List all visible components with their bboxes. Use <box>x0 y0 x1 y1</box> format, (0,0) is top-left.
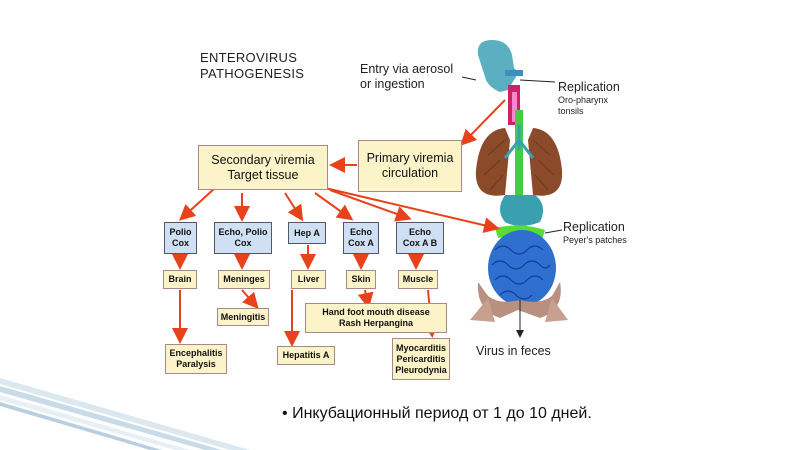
virus-1-line-2: Cox <box>234 238 252 248</box>
organ-box-skin: Skin <box>346 270 376 289</box>
secondary-line-2: Target tissue <box>227 167 299 182</box>
replication-1-sub-1: Oro-pharynx <box>558 95 609 105</box>
virus-1-line-1: Echo, Polio <box>218 227 268 237</box>
virus-3-line-1: Echo <box>349 227 372 237</box>
secondary-line-1: Secondary viremia <box>211 152 315 167</box>
virus-box-hep-a: Hep A <box>288 222 326 244</box>
secondary-viremia-box: Secondary viremia Target tissue <box>198 145 328 190</box>
primary-viremia-box: Primary viremia circulation <box>358 140 462 192</box>
virus-0-line-1: Polio <box>169 227 192 237</box>
organ-box-liver: Liver <box>291 270 326 289</box>
virus-2-line-1: Hep A <box>294 227 320 238</box>
virus-4-line-2: Cox A B <box>402 238 438 248</box>
incubation-text: Инкубационный период от 1 до 10 дней. <box>292 405 592 422</box>
replication-peyers-label: Replication Peyer's patches <box>563 220 627 246</box>
encephalitis-line-1: Encephalitis <box>169 348 223 358</box>
encephalitis-line-2: Paralysis <box>176 359 216 369</box>
replication-1-title: Replication <box>558 80 620 94</box>
myo-line-3: Pleurodynia <box>395 364 447 375</box>
organ-box-muscle: Muscle <box>398 270 438 289</box>
virus-in-feces-label: Virus in feces <box>476 344 551 358</box>
replication-1-sub-2: tonsils <box>558 106 584 116</box>
hfmd-line-2: Rash Herpangina <box>338 318 413 328</box>
arrow-to-primary <box>460 99 506 146</box>
disease-box-meningitis: Meningitis <box>217 308 269 326</box>
title-line-2: PATHOGENESIS <box>200 66 305 81</box>
disease-box-hepatitis-a: Hepatitis A <box>277 346 335 365</box>
organ-box-brain: Brain <box>163 270 197 289</box>
organ-box-meninges: Meninges <box>218 270 270 289</box>
replication-2-title: Replication <box>563 220 625 234</box>
title-line-1: ENTEROVIRUS <box>200 50 298 65</box>
bullet-glyph: • <box>282 405 288 422</box>
primary-line-2: circulation <box>381 166 439 180</box>
entry-line-2: or ingestion <box>360 77 425 91</box>
replication-2-sub: Peyer's patches <box>563 235 627 245</box>
hfmd-line-1: Hand foot mouth disease <box>322 307 430 317</box>
primary-line-1: Primary viremia <box>366 151 454 165</box>
virus-0-line-2: Cox <box>171 238 189 248</box>
myo-line-1: Myocarditis <box>395 342 446 353</box>
myo-line-2: Pericarditis <box>396 353 446 364</box>
replication-oropharynx-label: Replication Oro-pharynx tonsils <box>558 80 620 117</box>
entry-line-1: Entry via aerosol <box>360 62 454 76</box>
virus-4-line-1: Echo <box>408 227 431 237</box>
diagram-title: ENTEROVIRUS PATHOGENESIS <box>200 50 304 82</box>
virus-3-line-2: Cox A <box>348 238 374 248</box>
entry-label: Entry via aerosol or ingestion <box>360 62 453 92</box>
incubation-bullet: • Инкубационный период от 1 до 10 дней. <box>282 405 592 423</box>
